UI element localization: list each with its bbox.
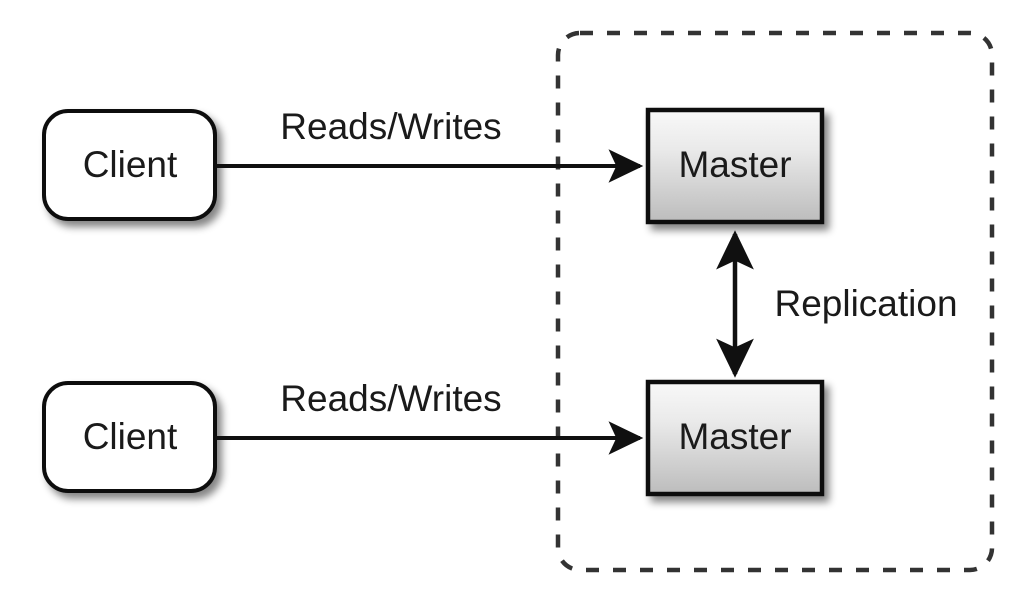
master-bottom-shape: [645, 379, 825, 497]
node-master-top[interactable]: Master: [645, 107, 825, 225]
master-bottom-label: Master: [678, 416, 791, 457]
replication-cluster-boundary: [555, 30, 995, 573]
master-top-label: Master: [678, 144, 791, 185]
node-master-bottom[interactable]: Master: [645, 379, 825, 497]
client-bottom-label: Client: [83, 416, 178, 457]
edge-label-reads-writes-top: Reads/Writes: [280, 106, 501, 147]
edge-label-reads-writes-bottom: Reads/Writes: [280, 378, 501, 419]
client-top-label: Client: [83, 144, 178, 185]
node-client-top[interactable]: Client: [42, 109, 217, 221]
master-top-shape: [645, 107, 825, 225]
edge-label-replication: Replication: [774, 283, 957, 324]
node-client-bottom[interactable]: Client: [42, 381, 217, 493]
